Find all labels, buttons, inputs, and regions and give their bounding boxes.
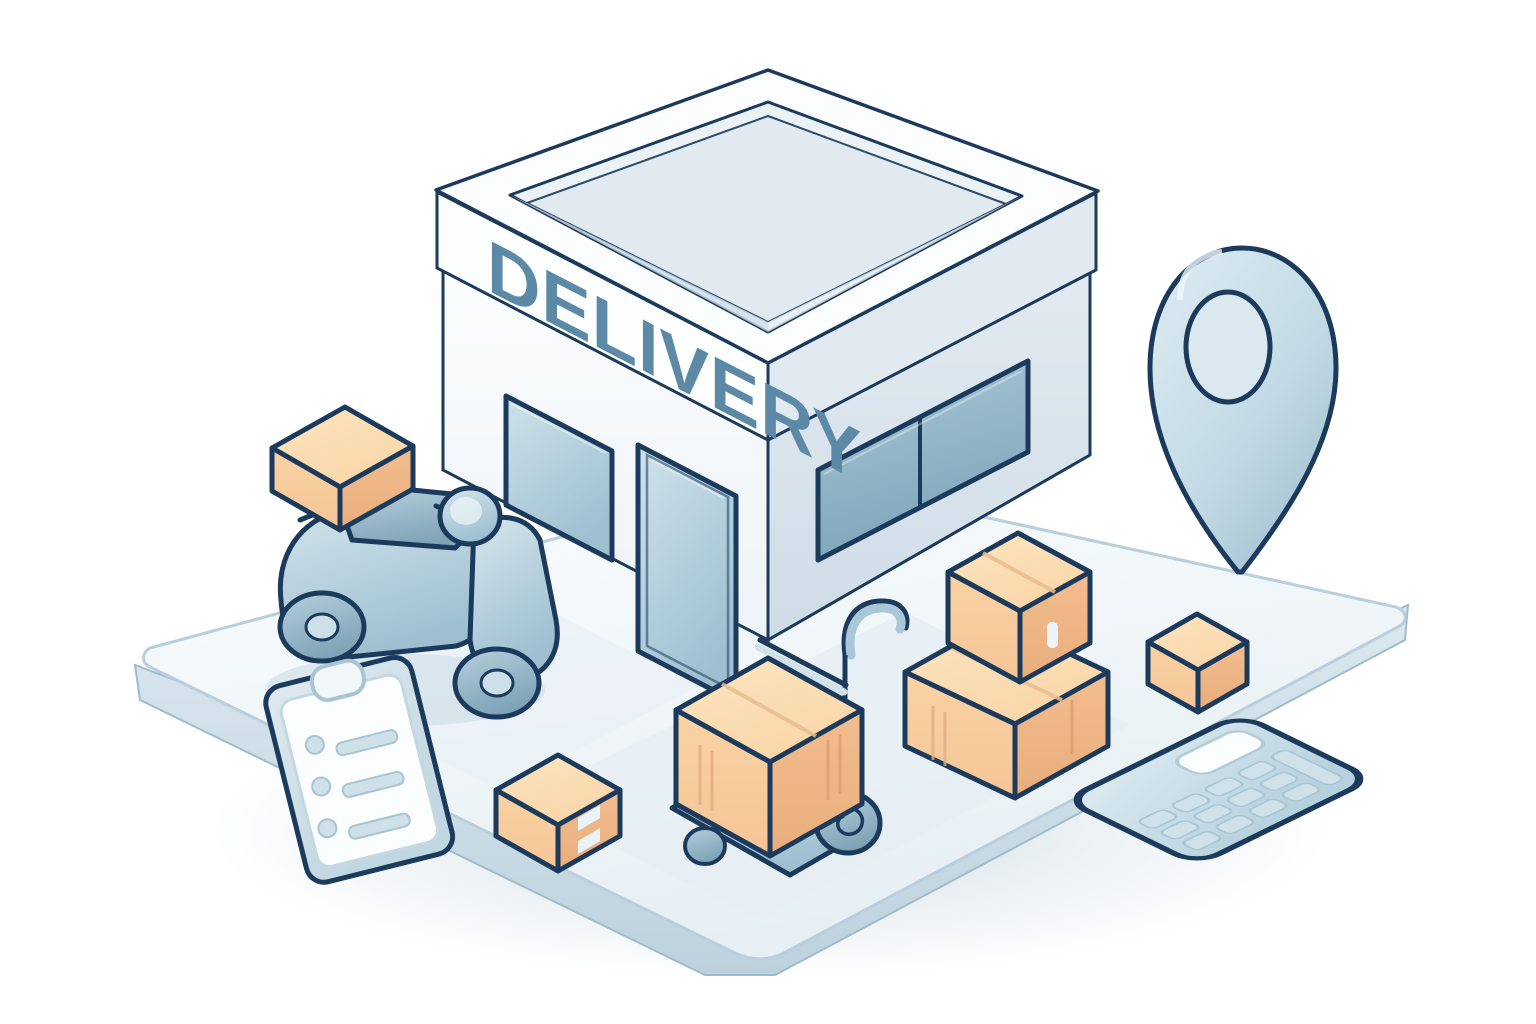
hand-truck-wheel-spiral bbox=[836, 806, 865, 836]
store-right-window bbox=[815, 358, 1031, 563]
calculator-key[interactable] bbox=[1225, 787, 1267, 808]
checklist-bullet bbox=[317, 818, 338, 839]
clipboard bbox=[263, 655, 456, 885]
scooter-box-right bbox=[337, 443, 416, 533]
calculator-key[interactable] bbox=[1137, 809, 1179, 830]
calculator-key[interactable] bbox=[1170, 793, 1212, 814]
scooter-headlight-glow bbox=[450, 497, 482, 525]
checklist-bullet bbox=[311, 776, 332, 797]
hand-truck-rail bbox=[757, 637, 849, 688]
tiny-box bbox=[1145, 611, 1250, 715]
hand-truck-box bbox=[673, 655, 865, 859]
map-pin bbox=[1147, 245, 1339, 575]
checklist-bullet bbox=[304, 734, 325, 755]
calculator-key-tall[interactable] bbox=[1269, 749, 1345, 786]
checklist-line bbox=[341, 770, 405, 798]
checklist-line bbox=[335, 729, 399, 757]
hand-truck-box-tape bbox=[721, 682, 817, 738]
hand-truck-handle bbox=[841, 598, 910, 658]
calculator-key[interactable] bbox=[1181, 830, 1223, 851]
map-pin-hole bbox=[1183, 289, 1273, 405]
clipboard-checklist bbox=[304, 729, 411, 840]
calculator-key[interactable] bbox=[1236, 760, 1278, 781]
stack-box-top-tape bbox=[982, 551, 1056, 594]
delivery-store: DELIVERY bbox=[434, 68, 1100, 705]
small-box bbox=[493, 752, 623, 874]
tiny-box-right bbox=[1195, 639, 1250, 715]
store-base-line bbox=[767, 453, 1091, 642]
calculator-key[interactable] bbox=[1203, 776, 1245, 797]
scooter-box bbox=[269, 404, 416, 533]
store-left-window bbox=[503, 393, 615, 563]
calculator-key[interactable] bbox=[1192, 803, 1234, 824]
small-box-label-bar-1 bbox=[578, 805, 600, 831]
flat-roof bbox=[434, 68, 1100, 365]
small-box-right bbox=[555, 787, 623, 874]
calculator-keypad bbox=[1137, 749, 1345, 851]
calculator-display bbox=[1174, 730, 1266, 775]
hand-truck-wheel-rear bbox=[683, 826, 727, 866]
stack-box-big-right bbox=[1012, 669, 1111, 801]
stack-box-top-label bbox=[1047, 622, 1058, 648]
calculator-key[interactable] bbox=[1214, 814, 1256, 835]
calculator bbox=[1073, 718, 1364, 861]
calculator-key[interactable] bbox=[1247, 798, 1289, 819]
calculator-key[interactable] bbox=[1258, 771, 1300, 792]
checklist-line bbox=[348, 812, 411, 840]
map-pin-highlight bbox=[1177, 249, 1223, 301]
small-box-label-bar-2 bbox=[578, 828, 600, 854]
stack-box-top bbox=[945, 530, 1093, 685]
clipboard-clip bbox=[309, 658, 367, 702]
calculator-key[interactable] bbox=[1159, 820, 1201, 841]
calculator-key[interactable] bbox=[1280, 782, 1322, 803]
